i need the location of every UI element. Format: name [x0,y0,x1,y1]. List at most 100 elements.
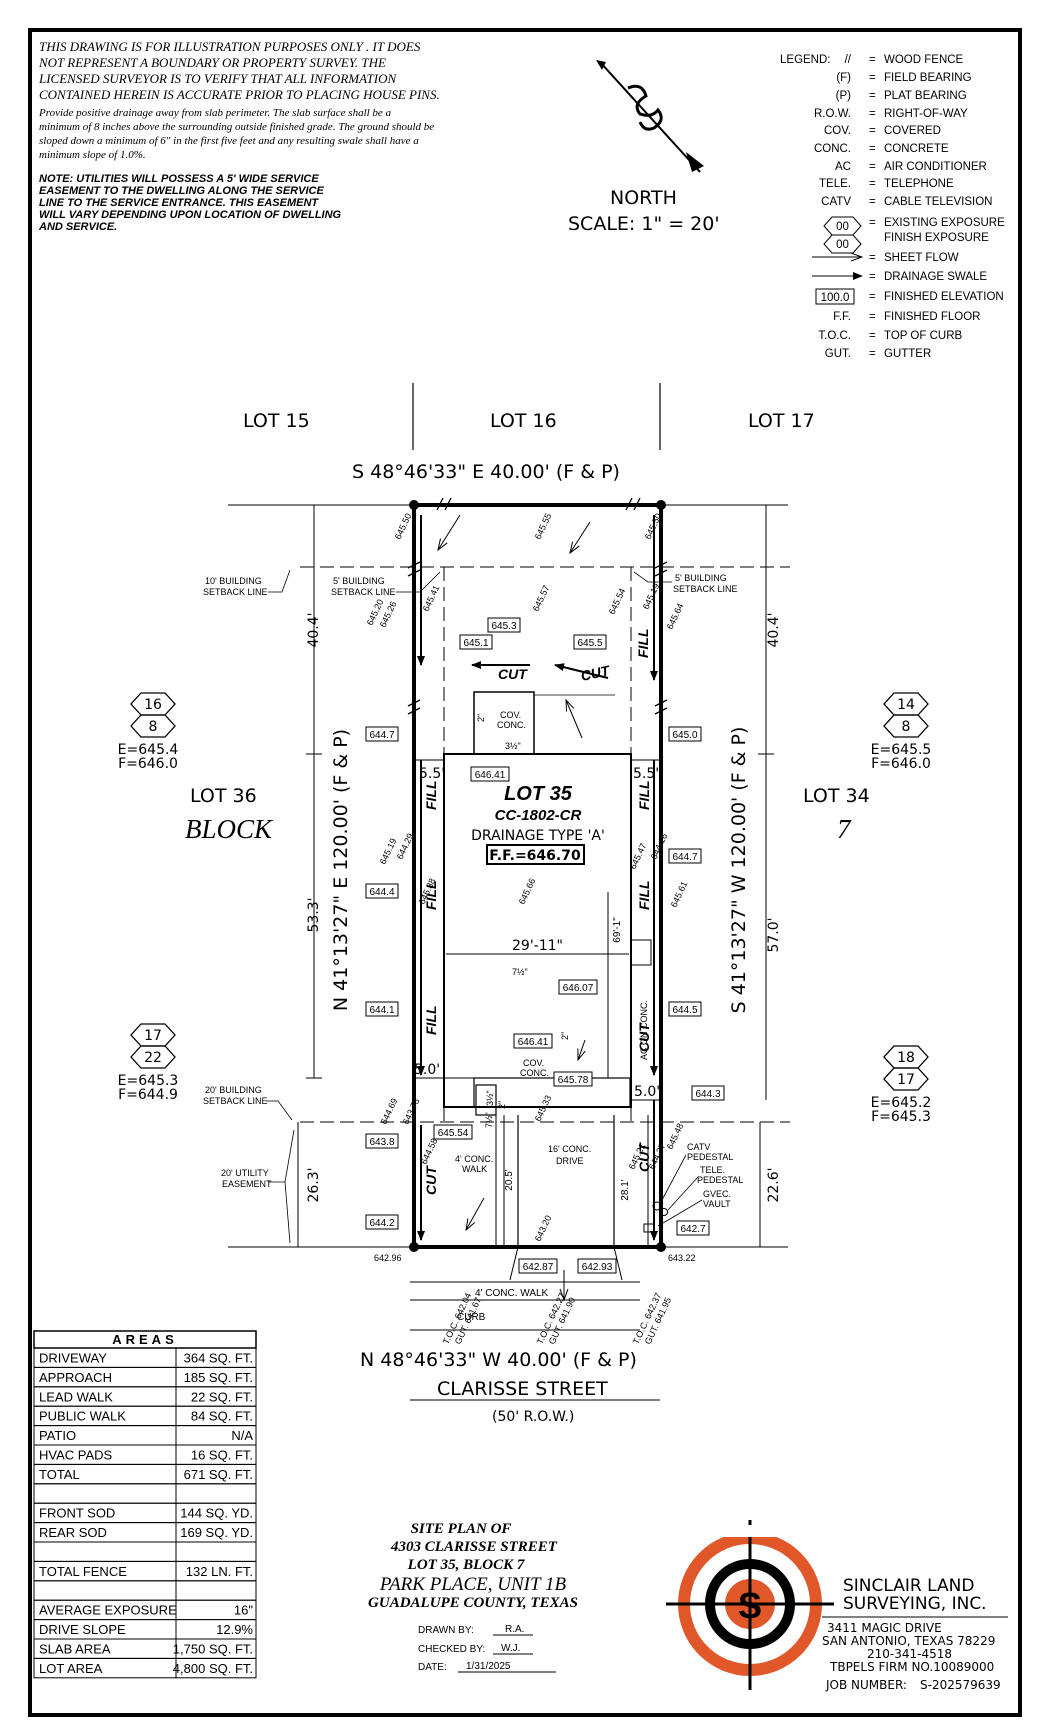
svg-text:644.3: 644.3 [695,1089,720,1100]
areas-row [33,1541,257,1562]
svg-text:CUT: CUT [579,662,612,684]
dim-7-5in-porch: 7½" [484,1112,494,1128]
dim-53-3: 53.3' [306,897,322,932]
spot-elevation: 644.69 [379,1097,400,1126]
legend-eq: = [869,178,876,190]
spot-elevation: 645.50 [393,512,414,541]
block-label: BLOCK [185,814,274,844]
svg-text:W.J.: W.J. [501,1643,520,1654]
covered-patio [473,691,535,755]
areas-value: 185 SQ. FT. [184,1370,253,1385]
svg-text:CUT: CUT [636,1142,652,1172]
elevation-box: 645.5 [573,634,607,650]
dim-3-5in-patio: 3½" [505,741,521,751]
corner-elev-left: 642.96 [374,1253,402,1263]
elevation-box: 642.7 [676,1220,710,1236]
sheet-border [28,28,1022,1717]
elevation-box: 644.7 [365,726,399,742]
legend-desc: AIR CONDITIONER [884,161,987,173]
spot-elevation: 645.66 [517,877,538,906]
svg-text:14: 14 [897,697,915,713]
dim-2in-porch: 2" [497,1101,507,1109]
svg-text:645.5: 645.5 [577,638,602,649]
svg-text:F=646.0: F=646.0 [118,756,178,772]
svg-text:646.41: 646.41 [518,1037,549,1048]
legend-key: TELE. [819,178,851,190]
cov-conc-porch: COV. [523,1058,544,1068]
dim-3-5in-porch: 3½" [485,1090,495,1106]
scale-label: SCALE: 1" = 20' [568,213,720,235]
elevation-box: 644.2 [365,1214,399,1230]
block-number: 7 [837,814,852,844]
svg-text:EXISTING EXPOSURE: EXISTING EXPOSURE [884,217,1005,229]
legend-desc: WOOD FENCE [884,54,964,66]
legend: LEGEND: //=WOOD FENCE(F)=FIELD BEARING(P… [780,54,1005,360]
areas-label: PATIO [39,1428,76,1443]
elevation-box: 643.8 [365,1133,399,1149]
dim-22-6: 22.6' [766,1167,782,1202]
areas-value: 671 SQ. FT. [184,1467,253,1482]
svg-text:SURVEYING, INC.: SURVEYING, INC. [843,1594,987,1614]
corner-elev-right: 643.22 [668,1253,696,1263]
elevation-box: 644.1 [365,1001,399,1017]
drainage-note: Provide positive drainage away from slab… [38,107,434,161]
svg-text:SETBACK LINE: SETBACK LINE [673,584,738,594]
job-number: S-202579639 [920,1678,1001,1692]
disclaimer-note: THIS DRAWING IS FOR ILLUSTRATION PURPOSE… [38,39,440,102]
sheet-flow-arrows [438,514,591,1300]
dim-5-0-left: 5.0' [414,1062,440,1078]
svg-text:CHECKED BY:: CHECKED BY: [418,1644,485,1655]
legend-key: COV. [824,125,851,137]
areas-value: 132 LN. FT. [186,1564,253,1579]
svg-text:1/31/2025: 1/31/2025 [466,1661,511,1672]
exposure-markers: 168E=645.4F=646.0148E=645.5F=646.01722E=… [118,692,931,1125]
spot-elevation: 645.64 [665,602,686,631]
svg-text:FINISH EXPOSURE: FINISH EXPOSURE [884,232,989,244]
dim-57-0: 57.0' [766,917,782,952]
lot-17-label: LOT 17 [748,410,815,432]
elevation-box: 645.78 [553,1071,593,1087]
svg-text:FINISHED ELEVATION: FINISHED ELEVATION [884,291,1004,303]
svg-text:FILL: FILL [636,880,652,910]
top-bearing: S 48°46'33" E 40.00' (F & P) [352,461,620,483]
svg-text:645.78: 645.78 [558,1075,589,1086]
svg-text:LINE TO THE SERVICE ENTRANCE.: LINE TO THE SERVICE ENTRANCE. THIS EASEM… [39,197,319,209]
wood-fence-marks [407,497,668,715]
legend-key: F.F. [833,311,851,323]
setback-labels: 10' BUILDING SETBACK LINE 5' BUILDING SE… [203,569,738,1244]
legend-desc: CONCRETE [884,143,949,155]
svg-text:PARK PLACE, UNIT 1B: PARK PLACE, UNIT 1B [379,1574,567,1595]
svg-text:DRIVE: DRIVE [556,1156,584,1166]
catv-pedestal: CATV [687,1142,710,1152]
elevation-box: 646.41 [470,766,510,782]
svg-text:=: = [869,271,876,283]
svg-text:NOT REPRESENT A BOUNDARY OR PR: NOT REPRESENT A BOUNDARY OR PROPERTY SUR… [38,55,386,70]
svg-text:644.4: 644.4 [369,887,394,898]
left-bearing: N 41°13'27" E 120.00' (F & P) [330,729,352,1011]
svg-text:F=645.3: F=645.3 [871,1109,931,1125]
svg-text:LOT 35, BLOCK 7: LOT 35, BLOCK 7 [407,1557,525,1573]
svg-text:3411 MAGIC DRIVE: 3411 MAGIC DRIVE [827,1621,942,1635]
legend-key: // [845,54,852,66]
svg-text:644.5: 644.5 [672,1005,697,1016]
north-label: NORTH [610,187,677,209]
svg-text:GUADALUPE COUNTY, TEXAS: GUADALUPE COUNTY, TEXAS [368,1595,578,1611]
finished-floor-elevation: F.F.=646.70 [489,848,581,864]
dim-2in-patio: 2" [476,714,486,722]
svg-text:R.A.: R.A. [505,1624,524,1635]
ac-on-conc-label: AC ON CONC. [639,1000,649,1060]
svg-text:644.2: 644.2 [369,1218,394,1229]
spot-elevation: 645.33 [533,1094,554,1123]
svg-text:PEDESTAL: PEDESTAL [687,1152,733,1162]
legend-eq: = [869,143,876,155]
svg-text:SETBACK LINE: SETBACK LINE [331,587,396,597]
property-boundary [228,500,788,1252]
plan-code: CC-1802-CR [495,807,582,824]
dim-69-1: 69'-1" [612,917,623,943]
areas-label: PUBLIC WALK [39,1409,126,1424]
lot-16-label: LOT 16 [490,410,557,432]
elevation-box: 645.3 [487,617,521,633]
elevation-box: 646.41 [513,1033,553,1049]
